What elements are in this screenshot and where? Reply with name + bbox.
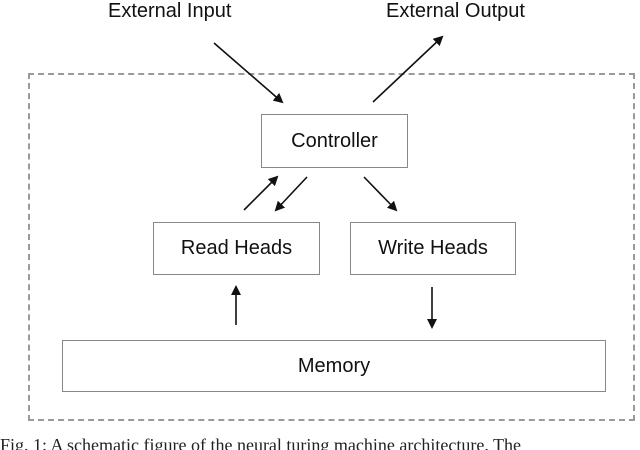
read-heads-label: Read Heads	[180, 237, 293, 259]
controller-label: Controller	[291, 129, 378, 152]
arrow-controller-to-readheads	[274, 176, 308, 212]
arrow-controller-to-writeheads	[363, 176, 398, 212]
arrow-controller-to-output	[372, 35, 444, 103]
controller-box: Controller	[261, 114, 408, 168]
read-heads-box: Read Heads	[153, 222, 320, 275]
write-heads-label: Write Heads	[378, 237, 488, 259]
memory-label: Memory	[297, 354, 371, 377]
arrow-input-to-controller	[213, 42, 284, 104]
external-input-label: External Input	[108, 0, 232, 22]
memory-box: Memory	[62, 340, 606, 392]
figure-caption: Fig. 1: A schematic figure of the neural…	[0, 436, 521, 450]
external-output-label: External Output	[386, 0, 525, 22]
arrow-readheads-to-controller	[243, 175, 279, 211]
write-heads-box: Write Heads	[350, 222, 516, 275]
system-boundary	[28, 73, 635, 421]
